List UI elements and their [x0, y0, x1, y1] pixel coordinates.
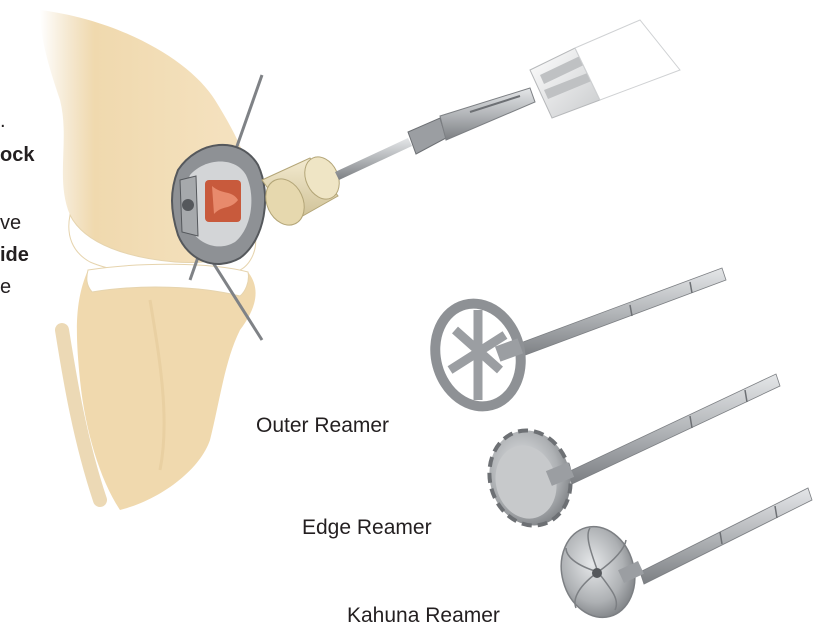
drill-shaft: [335, 88, 535, 180]
kahuna-reamer-label: Kahuna Reamer: [347, 604, 500, 628]
drill-chuck: [530, 20, 680, 118]
edge-reamer-label: Edge Reamer: [302, 516, 432, 540]
outer-reamer-label: Outer Reamer: [256, 414, 389, 438]
drill-guide-illustration: [172, 145, 265, 264]
tibia: [77, 264, 256, 510]
kahuna-reamer-illustration: [551, 488, 812, 626]
outer-reamer-illustration: [424, 268, 726, 416]
edge-reamer-illustration: [479, 374, 780, 535]
drill-sleeve: [259, 151, 346, 231]
